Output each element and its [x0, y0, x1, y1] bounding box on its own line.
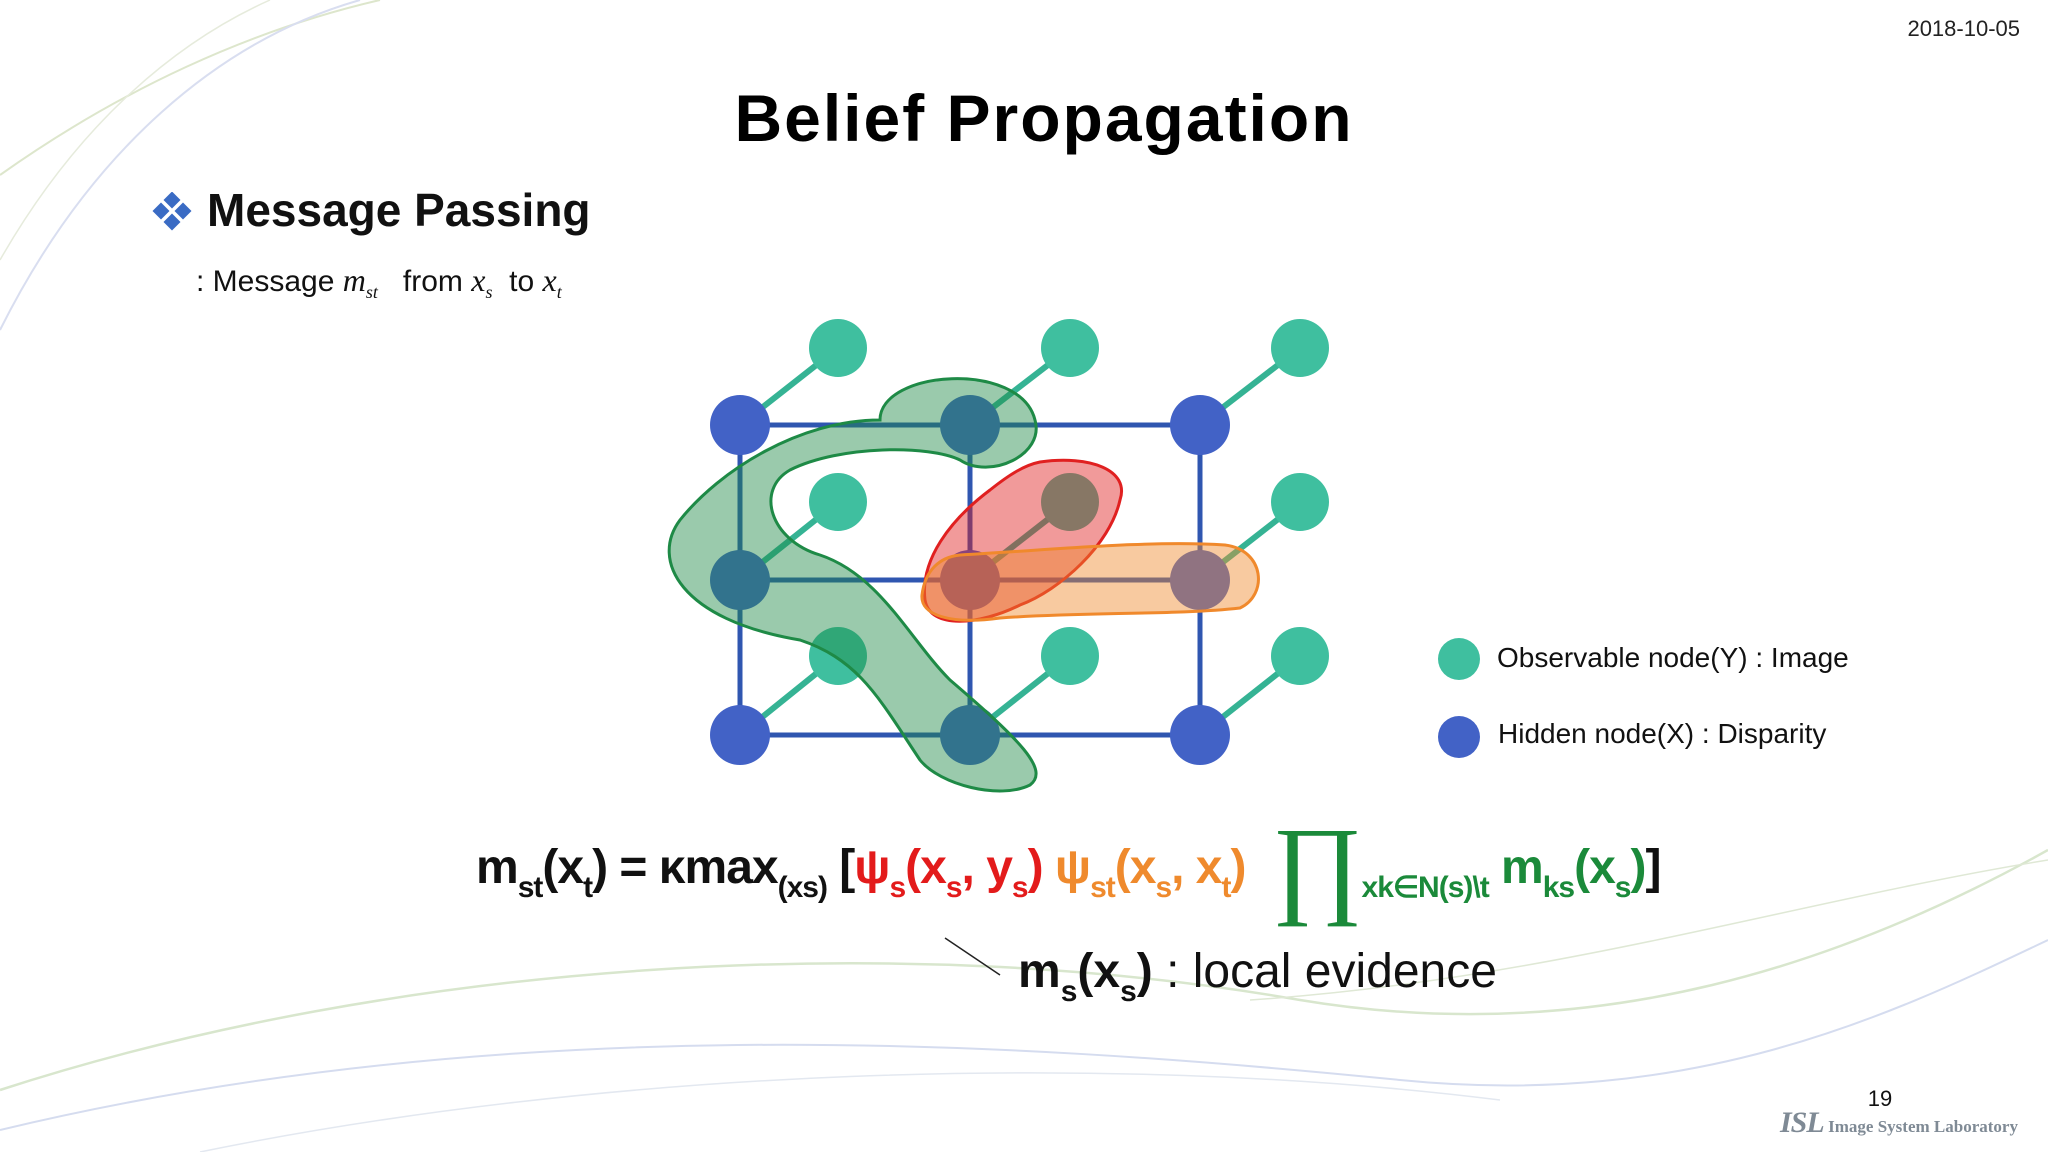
- formula-kmax: κmax: [658, 841, 779, 894]
- page-number: 19: [1867, 1086, 1893, 1111]
- hidden-node: [1170, 705, 1230, 765]
- observable-legend-icon: [1438, 638, 1480, 680]
- hidden-node: [940, 395, 1000, 455]
- section-heading: Message Passing: [207, 184, 591, 236]
- formula-psi-s-arg-b: , y: [961, 841, 1013, 894]
- formula-psi-s-arg-a-sub: s: [945, 871, 963, 904]
- evidence-arg-sub: s: [1120, 975, 1137, 1008]
- formula-psi-st-arg-a: (x: [1114, 841, 1157, 894]
- hidden-legend-icon: [1438, 716, 1480, 758]
- observable-node: [1041, 627, 1099, 685]
- formula-psi-s-arg-b-sub: s: [1011, 871, 1029, 904]
- formula-mks-arg: (x: [1574, 841, 1616, 894]
- formula-equals: =: [607, 841, 659, 894]
- observable-legend-label: Observable node(Y) : Image: [1497, 642, 1849, 673]
- formula-mks-sub: ks: [1542, 871, 1575, 904]
- formula-lhs-sub: st: [517, 871, 544, 904]
- m-variable: m: [342, 262, 366, 298]
- message-description: : Message mst from xs to xt: [196, 262, 562, 303]
- formula-psi-st-close: ): [1230, 841, 1247, 894]
- from-word: from: [402, 265, 463, 298]
- formula-psi-st-arg-b: , x: [1171, 841, 1222, 894]
- hidden-node: [1170, 550, 1230, 610]
- formula-lhs-arg: (x: [542, 841, 584, 894]
- formula-mks: m: [1488, 841, 1544, 894]
- evidence-pointer: [944, 937, 1001, 976]
- observable-node: [1271, 473, 1329, 531]
- observable-node: [1271, 319, 1329, 377]
- hidden-legend-label: Hidden node(X) : Disparity: [1498, 718, 1827, 749]
- observable-nodes: [809, 319, 1329, 685]
- to-word: to: [509, 265, 535, 298]
- xs-variable: x: [471, 262, 486, 298]
- observable-node: [809, 319, 867, 377]
- xt-variable: x: [542, 262, 557, 298]
- formula-psi-s: ψ: [854, 841, 890, 894]
- formula-psi-st-arg-b-sub: t: [1221, 871, 1232, 904]
- formula-psi-s-arg-a: (x: [905, 841, 947, 894]
- red-evidence-region: [922, 458, 1123, 623]
- formula-product: ∏: [1245, 805, 1363, 927]
- hidden-node: [1170, 395, 1230, 455]
- formula-psi-st: ψ: [1042, 841, 1091, 894]
- formula-mks-close: ): [1630, 841, 1646, 894]
- green-neighbor-region: [667, 377, 1038, 793]
- local-evidence-note: ms(xs) : local evidence: [1018, 944, 1497, 1009]
- hidden-node: [710, 550, 770, 610]
- evidence-label: : local evidence: [1152, 945, 1497, 998]
- formula-mks-arg-sub: s: [1614, 871, 1632, 904]
- evidence-arg: (x: [1077, 945, 1121, 998]
- formula-bracket-close: ]: [1645, 841, 1661, 894]
- evidence-m-sub: s: [1060, 975, 1078, 1008]
- m-subscript: st: [365, 282, 378, 302]
- message-prefix: : Message: [196, 265, 335, 298]
- observable-node: [1041, 473, 1099, 531]
- formula-psi-st-arg-a-sub: s: [1155, 871, 1172, 904]
- xs-subscript: s: [485, 282, 493, 302]
- formula-lhs: m: [476, 841, 519, 894]
- formula-kmax-sub: (xs): [777, 871, 828, 904]
- hidden-node: [710, 395, 770, 455]
- formula-lhs-close: ): [592, 841, 608, 894]
- hidden-nodes: [710, 395, 1230, 765]
- hidden-node: [940, 705, 1000, 765]
- formula-psi-s-sub: s: [889, 871, 906, 904]
- observable-node: [1271, 627, 1329, 685]
- hidden-node: [940, 550, 1000, 610]
- formula-psi-s-close: ): [1027, 841, 1044, 894]
- formula-product-sub: xk∈N(s)\t: [1361, 871, 1490, 904]
- evidence-m: m: [1018, 945, 1061, 998]
- xt-subscript: t: [556, 282, 562, 302]
- formula-lhs-arg-sub: t: [583, 871, 593, 904]
- diamond-bullet-icon: [152, 192, 192, 231]
- formula-bracket-open: [: [826, 841, 855, 894]
- message-formula: mst(xt) = κmax(xs) [ψs(xs, ys) ψst(xs, x…: [476, 811, 1661, 921]
- logo-text: Image System Laboratory: [1828, 1117, 2018, 1136]
- lab-logo: ISL Image System Laboratory: [1780, 1106, 2018, 1140]
- orange-pairwise-region: [920, 542, 1260, 622]
- hidden-node: [710, 705, 770, 765]
- slide-title: Belief Propagation: [734, 81, 1354, 155]
- formula-psi-st-sub: st: [1090, 871, 1116, 904]
- evidence-close: ): [1136, 945, 1153, 998]
- logo-mark: ISL: [1780, 1106, 1825, 1139]
- slide-date: 2018-10-05: [1907, 16, 2020, 41]
- observable-node: [1041, 319, 1099, 377]
- observable-node: [809, 473, 867, 531]
